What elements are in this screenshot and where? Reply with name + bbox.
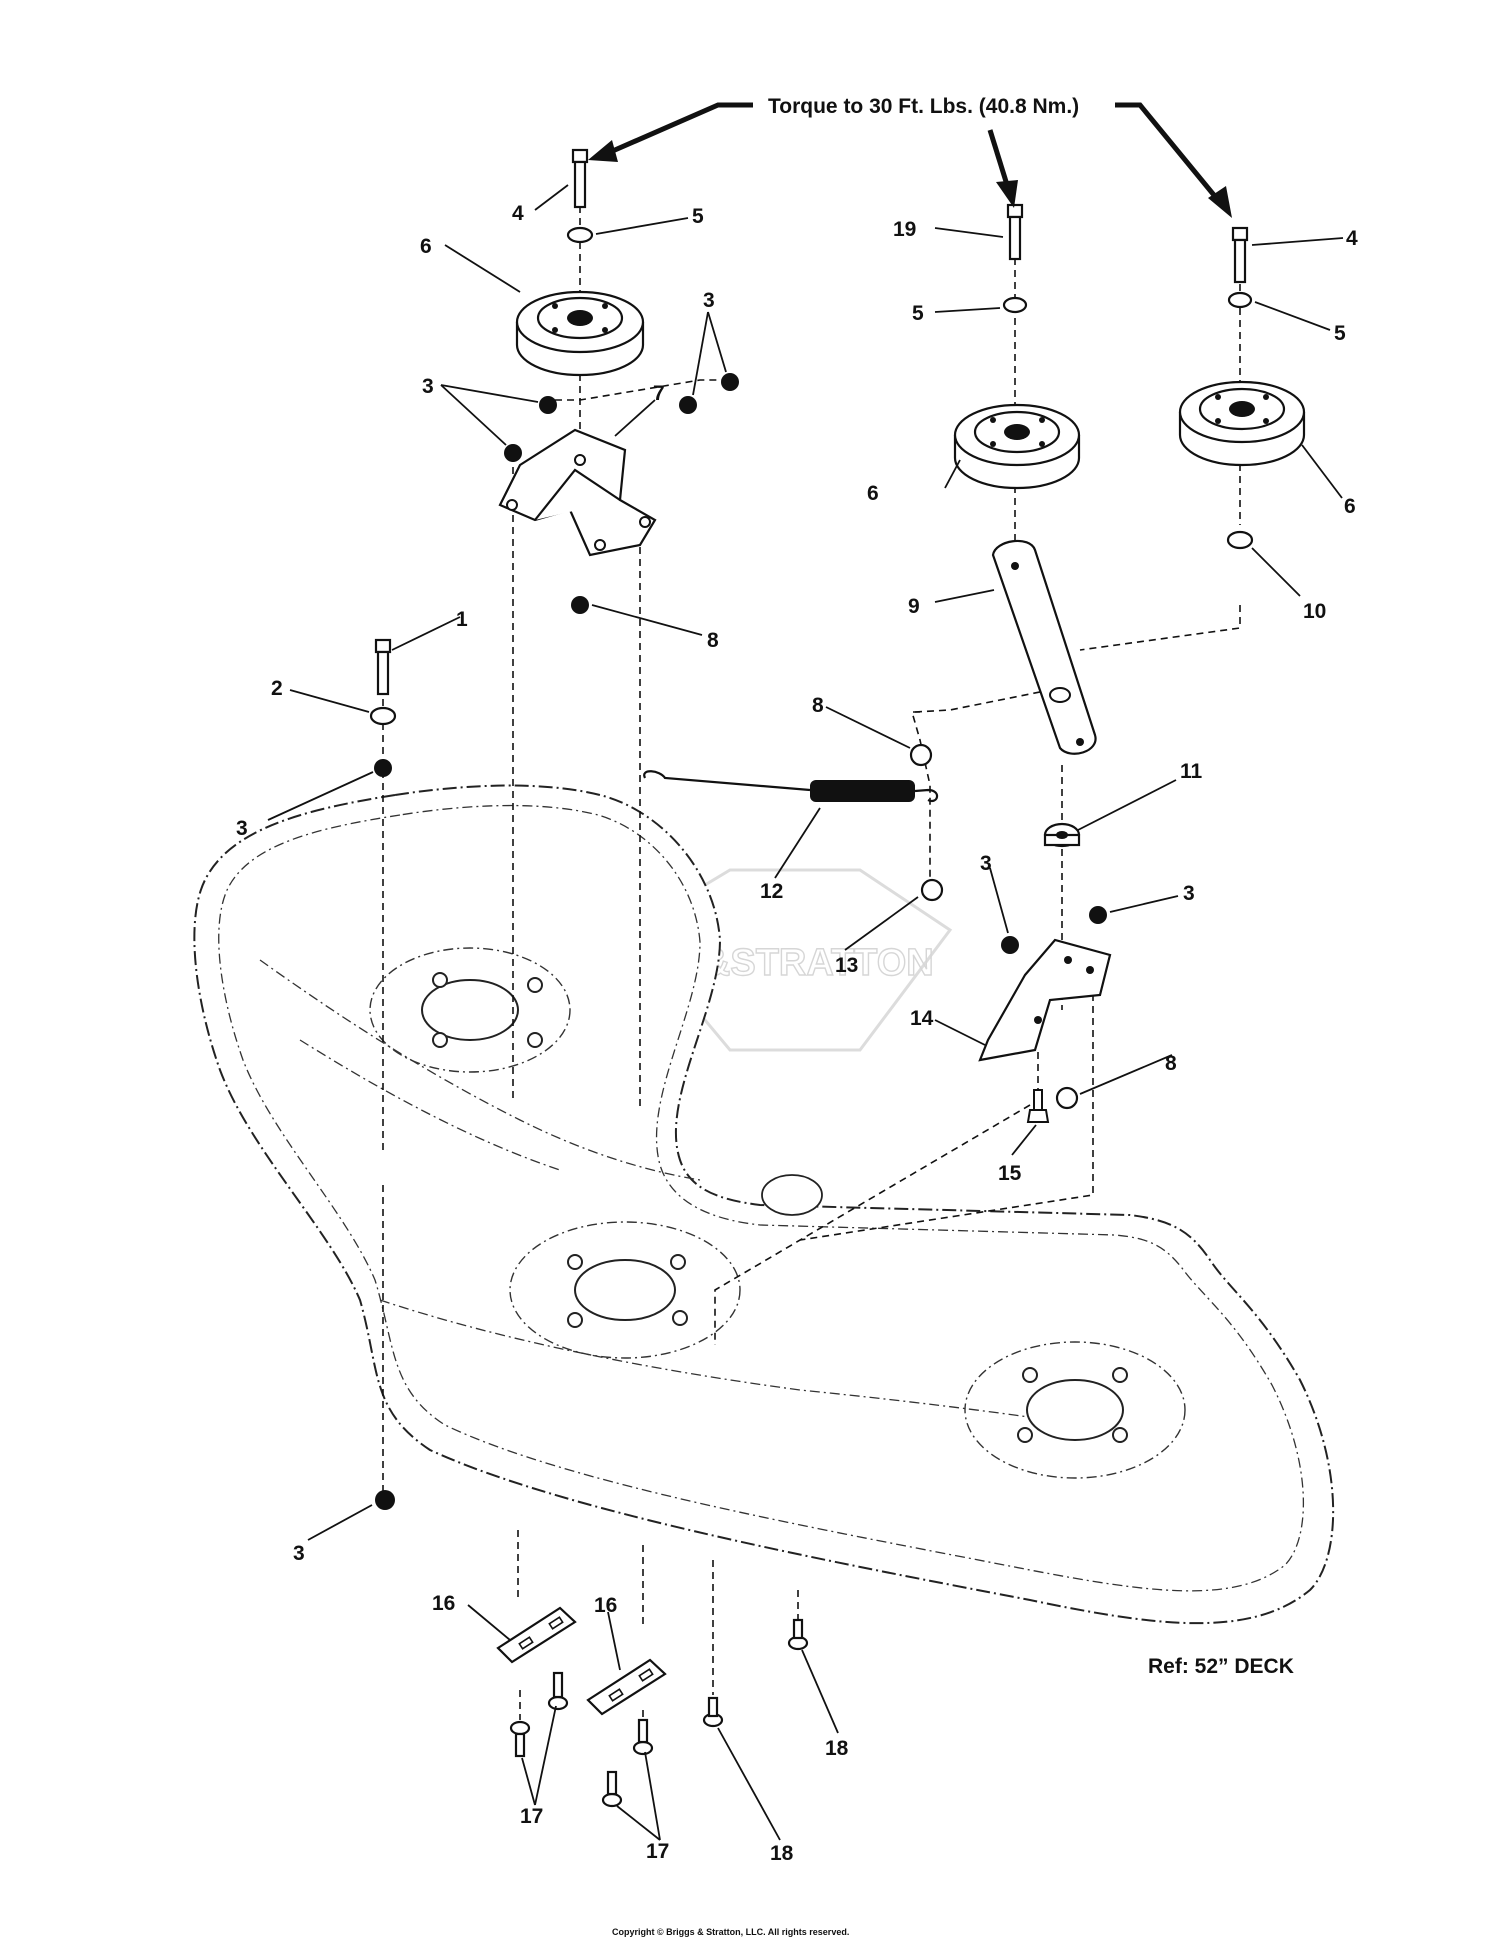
center-spindle-mount [509,1221,741,1359]
nut-3-a [539,396,557,414]
callout-3-c: 3 [236,817,248,840]
torque-arrows [588,102,1232,218]
washer-2 [369,706,397,726]
right-spindle-mount [964,1341,1186,1479]
deck-inner-rim [218,804,1305,1592]
bolt-17-d [601,1770,623,1808]
callout-1: 1 [456,608,468,631]
washer-10 [1226,530,1254,550]
callout-3-b: 3 [703,289,715,312]
callout-17-a: 17 [520,1805,543,1828]
callout-3-f: 3 [293,1542,305,1565]
callout-18-b: 18 [825,1737,849,1760]
callout-5-b: 5 [912,302,924,325]
nut-3-f [1089,906,1107,924]
idler-pulley-6-right [1178,380,1306,467]
nut-8-upper [571,596,589,614]
callout-7: 7 [653,382,665,405]
plate-16-b [586,1658,667,1716]
nut-8-lower [1055,1086,1079,1110]
nut-3-d [721,373,739,391]
idler-pulley-6-middle [953,403,1081,490]
callout-15: 15 [998,1162,1022,1185]
callout-11: 11 [1180,760,1203,783]
idler-boss [761,1174,823,1216]
callout-6-a: 6 [420,235,432,258]
bolt-18-a [702,1696,724,1728]
callout-8-c: 8 [1165,1052,1177,1075]
bolt-18-b [787,1618,809,1651]
callout-12: 12 [760,880,783,903]
reference-label: Ref: 52” DECK [1148,1655,1294,1678]
nut-3-b [504,444,522,462]
nut-3-bottom [375,1490,395,1510]
nut-8-spring [909,743,933,767]
left-spindle-mount [369,947,571,1073]
callout-2: 2 [271,677,283,700]
bolt-4-upper-right [1231,226,1249,284]
deck-outer-shell [193,784,1335,1625]
nut-3-e [1001,936,1019,954]
bolt-17-a [509,1720,531,1758]
washer-5-right [1227,291,1253,309]
callout-labels: 4 5 6 3 7 3 8 19 5 6 4 5 6 9 10 1 2 3 8 … [236,202,1358,1865]
callout-19: 19 [893,218,916,241]
idler-pulley-6-upper-left [515,290,645,377]
nut-3-g [374,759,392,777]
callout-6-c: 6 [1344,495,1356,518]
deck-belt-guard-line [259,959,1051,1421]
idler-arm-9 [991,539,1097,755]
callout-3-d: 3 [980,852,992,875]
nut-13 [920,878,944,902]
callout-4-b: 4 [1346,227,1358,250]
bolt-15 [1026,1089,1050,1123]
callout-18-a: 18 [770,1842,794,1865]
washer-5-middle [1002,296,1028,314]
callout-8-b: 8 [812,694,824,717]
copyright-notice: Copyright © Briggs & Stratton, LLC. All … [612,1927,849,1937]
callout-17-b: 17 [646,1840,669,1863]
callout-3-a: 3 [422,375,434,398]
callout-5-a: 5 [692,205,704,228]
callout-3-e: 3 [1183,882,1195,905]
callout-13: 13 [835,954,858,977]
callout-9: 9 [908,595,920,618]
mower-deck [193,784,1335,1625]
washer-5-upper-left [566,226,594,244]
callout-10: 10 [1303,600,1326,623]
spacer-11 [1043,822,1081,848]
torque-note: Torque to 30 Ft. Lbs. (40.8 Nm.) [768,95,1079,118]
bolt-19 [1006,203,1024,261]
bolt-1 [374,638,392,696]
bolt-4-upper-left [571,148,589,209]
idler-bracket-7 [498,428,657,557]
extension-spring-12 [643,770,939,803]
callout-16-b: 16 [594,1594,617,1617]
leader-lines [267,184,1344,1841]
nut-3-c [679,396,697,414]
callout-14: 14 [910,1007,934,1030]
callout-8-a: 8 [707,629,719,652]
callout-16-a: 16 [432,1592,455,1615]
bracket-14 [978,938,1112,1062]
bolt-17-b [547,1671,569,1711]
plate-16-a [496,1606,577,1664]
callout-6-b: 6 [867,482,879,505]
bolt-17-c [632,1718,654,1756]
callout-4-a: 4 [512,202,524,225]
callout-5-c: 5 [1334,322,1346,345]
